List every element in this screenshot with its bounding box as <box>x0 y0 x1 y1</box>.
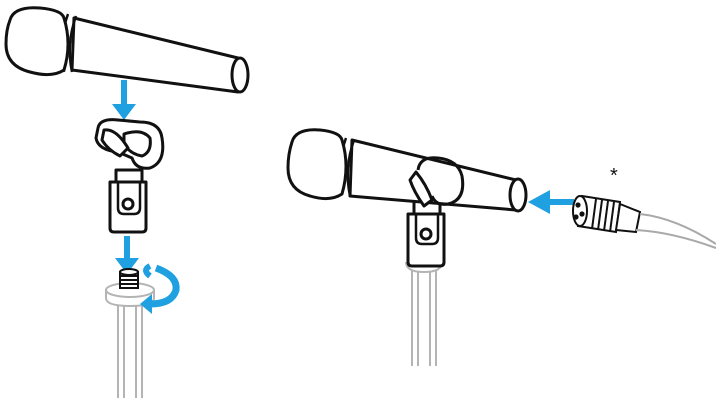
left-arrow-icon <box>528 190 574 214</box>
xlr-connector-icon <box>572 194 642 234</box>
mic-stand-icon <box>405 261 443 366</box>
rotate-arrow-icon <box>140 263 180 314</box>
down-arrow-icon <box>112 80 136 120</box>
microphone-clip-icon <box>406 198 446 268</box>
mic-stand-icon <box>105 282 155 398</box>
down-arrow-icon <box>115 236 139 274</box>
clip-ring-icon <box>408 156 465 208</box>
microphone-clip-icon <box>94 118 165 234</box>
cable-icon <box>635 213 716 249</box>
footnote-asterisk: * <box>610 165 618 187</box>
microphone-icon <box>286 128 528 213</box>
microphone-icon <box>4 6 250 94</box>
thread-stud-icon <box>119 268 139 289</box>
